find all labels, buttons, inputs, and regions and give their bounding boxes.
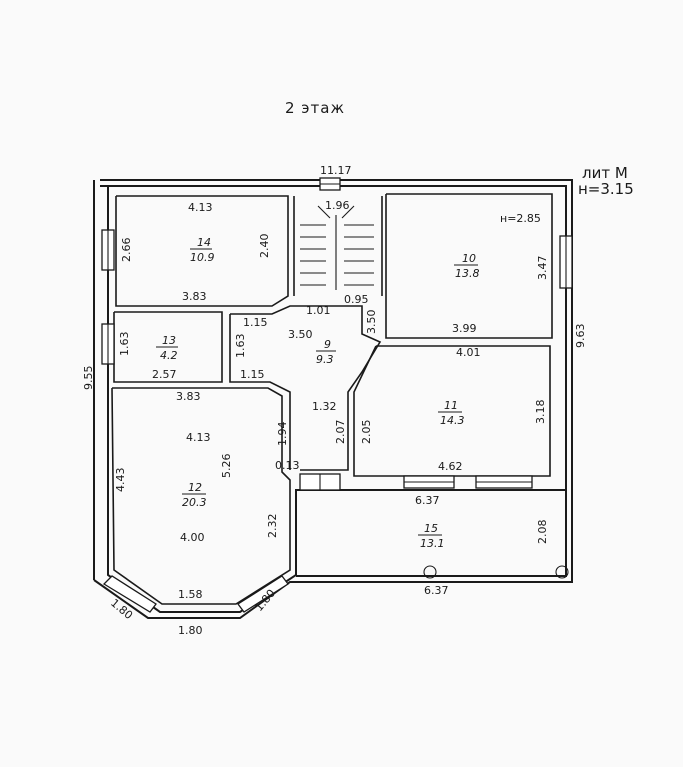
room-number: 9	[324, 338, 331, 351]
room-area: 20.3	[182, 496, 207, 509]
dim-label: 6.37	[415, 494, 440, 507]
height-label: н=3.15	[578, 180, 634, 198]
dim-label: 1.94	[276, 422, 289, 447]
dim-label: 11.17	[320, 164, 352, 177]
windows	[101, 177, 573, 613]
dimension-labels: 11.17 1.96 4.13 3.83 3.99 1.01 0.95 3.50…	[82, 164, 587, 637]
dim-label: 4.00	[180, 531, 205, 544]
dim-label: 3.83	[182, 290, 207, 303]
room-area: 4.2	[160, 349, 178, 362]
dim-label: 0.95	[344, 293, 369, 306]
dim-label: 1.63	[118, 332, 131, 357]
dim-label: 1.58	[178, 588, 203, 601]
dim-label: 2.32	[266, 514, 279, 539]
dim-label: 2.57	[152, 368, 177, 381]
post-marker	[423, 565, 437, 579]
dim-label: 4.13	[186, 431, 211, 444]
dim-label: 3.99	[452, 322, 477, 335]
room-area: 13.8	[455, 267, 480, 280]
dim-label: 9.55	[82, 366, 95, 391]
lit-label: лит М	[582, 164, 628, 182]
room-number: 10	[462, 252, 476, 265]
dim-label: 3.18	[534, 400, 547, 425]
dim-label: 2.66	[120, 238, 133, 263]
dim-label: 4.01	[456, 346, 481, 359]
room-number: 14	[197, 236, 211, 249]
dim-label: 4.13	[188, 201, 213, 214]
staircase	[300, 205, 374, 290]
room-area: 14.3	[440, 414, 465, 427]
room-number: 12	[188, 481, 202, 494]
dim-label: 3.83	[176, 390, 201, 403]
dim-label: 0.13	[275, 459, 300, 472]
room-number: 11	[444, 399, 458, 412]
dim-label: 2.07	[334, 420, 347, 445]
dim-label: 2.08	[536, 520, 549, 545]
dim-label: 2.05	[360, 420, 373, 445]
dim-label: 1.01	[306, 304, 331, 317]
dim-label: 1.32	[312, 400, 337, 413]
dim-label: 9.63	[574, 324, 587, 349]
dim-label: 2.40	[258, 234, 271, 259]
floor-title: 2 этаж	[285, 99, 345, 117]
room-number: 13	[162, 334, 176, 347]
dim-label: 5.26	[220, 454, 233, 479]
dim-label: 1.80	[178, 624, 203, 637]
post-marker	[555, 565, 569, 579]
room-labels: 14 10.9 10 13.8 13 4.2 9 9.3 11 14.3 12 …	[156, 236, 480, 550]
dim-label: 1.15	[240, 368, 265, 381]
dim-label: 4.43	[114, 468, 127, 493]
dim-label: 6.37	[424, 584, 449, 597]
room-number: 15	[424, 522, 438, 535]
dim-label: 4.62	[438, 460, 463, 473]
dim-label: 3.50	[288, 328, 313, 341]
room-area: 9.3	[316, 353, 334, 366]
interior-walls	[111, 193, 553, 605]
room10-height: н=2.85	[500, 212, 541, 225]
dim-label: 1.15	[243, 316, 268, 329]
room-area: 10.9	[190, 251, 215, 264]
outer-walls	[93, 179, 573, 619]
room-area: 13.1	[420, 537, 445, 550]
dim-label: 3.47	[536, 256, 549, 281]
dim-label: 3.50	[365, 310, 378, 335]
dim-label: 1.96	[325, 199, 350, 212]
dim-label: 1.63	[234, 334, 247, 359]
